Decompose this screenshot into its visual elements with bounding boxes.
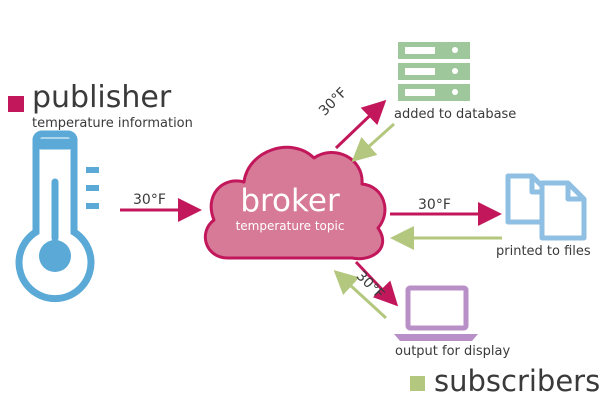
message-to-files: 30°F	[418, 197, 451, 213]
documents-icon	[505, 173, 587, 241]
cloud-icon	[203, 145, 387, 261]
broker-subtitle: temperature topic	[235, 219, 345, 233]
arrow-broker-to-database	[334, 99, 387, 150]
files-label: printed to files	[496, 244, 591, 259]
subscribers-title: subscribers	[434, 364, 600, 398]
arrow-broker-to-display	[354, 260, 399, 307]
laptop-icon	[394, 285, 478, 341]
database-label: added to database	[394, 107, 517, 122]
arrow-database-to-broker	[351, 122, 396, 163]
database-server-icon	[398, 42, 470, 101]
publisher-legend-square	[8, 96, 24, 112]
broker-title: broker	[240, 183, 340, 219]
publisher-subtitle: temperature information	[32, 116, 193, 131]
publisher-title: publisher	[32, 80, 172, 115]
display-label: output for display	[395, 344, 511, 359]
arrow-display-to-broker	[333, 269, 388, 320]
message-to-broker: 30°F	[133, 192, 166, 208]
thermometer-icon	[15, 130, 99, 303]
subscriber-legend-square	[410, 376, 425, 391]
